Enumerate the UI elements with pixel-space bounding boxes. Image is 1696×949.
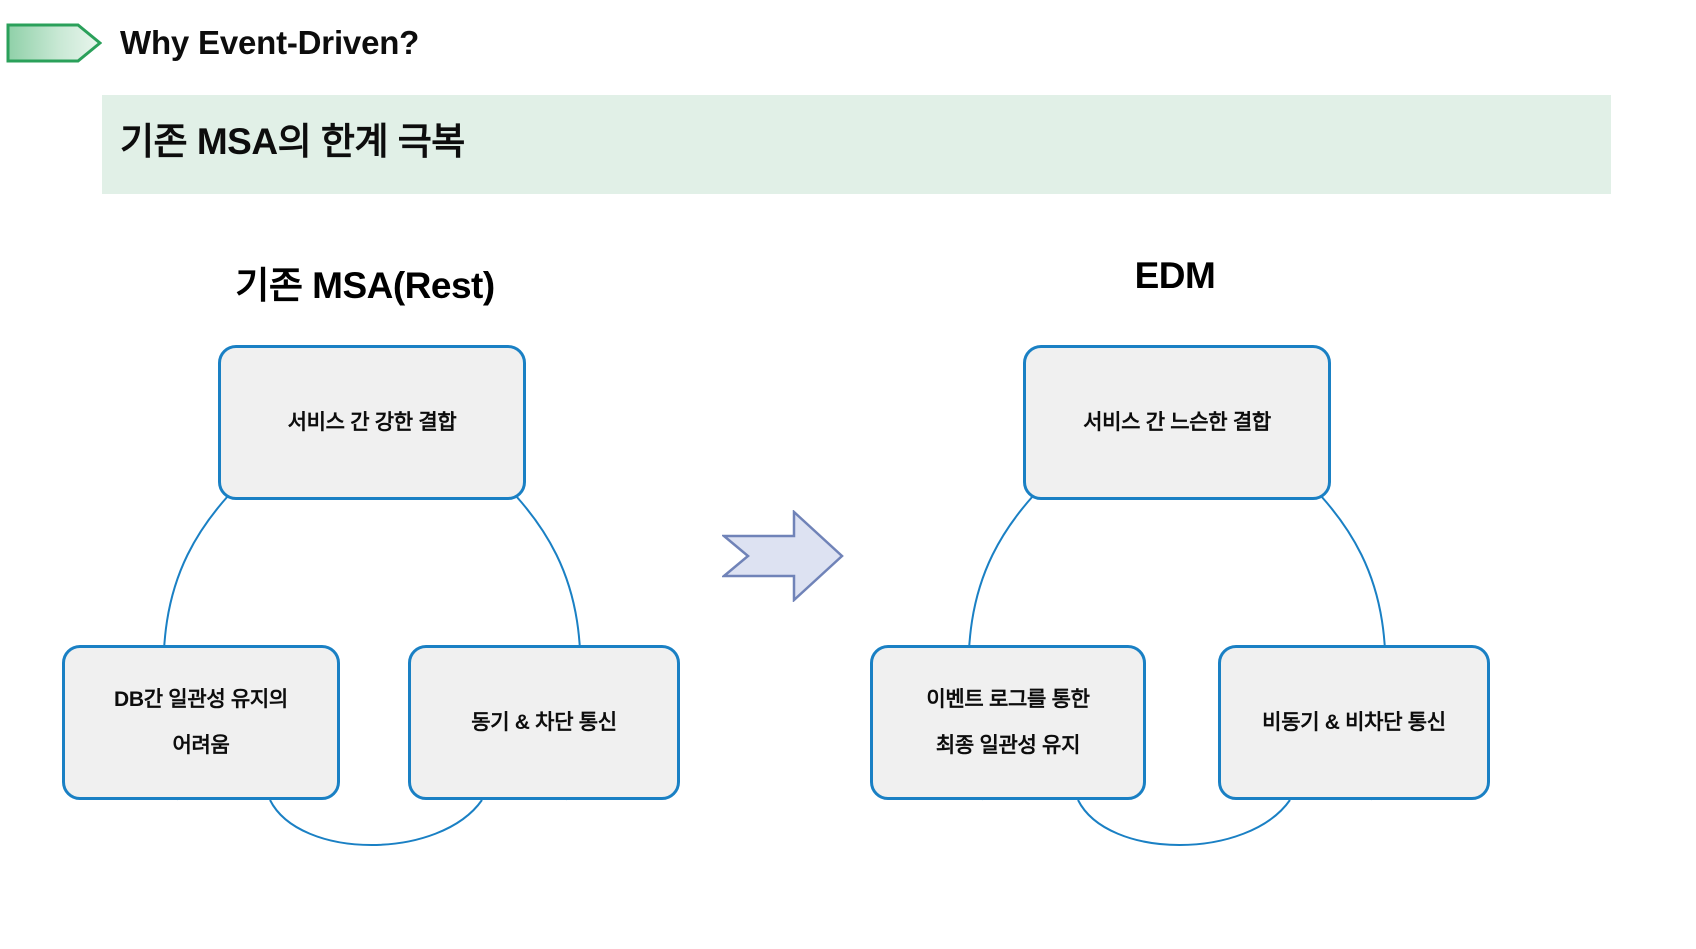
node-line-2: 어려움 xyxy=(172,733,230,757)
subtitle-text: 기존 MSA의 한계 극복 xyxy=(120,121,465,162)
diagram-title-edm: EDM xyxy=(1134,255,1216,296)
node-legacy-bottom-left-label: DB간 일관성 유지의 어려움 xyxy=(106,677,296,769)
node-edm-bottom-right-label: 비동기 & 비차단 통신 xyxy=(1262,710,1446,734)
slide-header: Why Event-Driven? xyxy=(0,0,1696,90)
node-line-1: DB간 일관성 유지의 xyxy=(114,687,288,711)
node-legacy-top-label: 서비스 간 강한 결합 xyxy=(287,410,457,434)
subtitle-banner: 기존 MSA의 한계 극복 xyxy=(102,95,1611,194)
cycle-connector-arcs xyxy=(162,495,1387,846)
page-title: Why Event-Driven? xyxy=(120,24,420,61)
diagram-area: 기존 MSA(Rest) 서비스 간 강한 결합 DB간 일관성 유지의 어려움… xyxy=(0,200,1696,949)
arrow-right-icon xyxy=(722,510,844,602)
node-legacy-bottom-right[interactable]: 동기 & 차단 통신 xyxy=(408,645,680,800)
node-edm-bottom-left-label: 이벤트 로그를 통한 최종 일관성 유지 xyxy=(918,677,1097,769)
node-legacy-bottom-right-label: 동기 & 차단 통신 xyxy=(471,710,617,734)
node-edm-top[interactable]: 서비스 간 느슨한 결합 xyxy=(1023,345,1331,500)
chevron-right-banner-icon xyxy=(6,23,102,63)
node-line-1: 이벤트 로그를 통한 xyxy=(926,687,1090,711)
node-edm-bottom-right[interactable]: 비동기 & 비차단 통신 xyxy=(1218,645,1490,800)
node-line-2: 최종 일관성 유지 xyxy=(935,733,1081,757)
node-legacy-bottom-left[interactable]: DB간 일관성 유지의 어려움 xyxy=(62,645,340,800)
node-edm-bottom-left[interactable]: 이벤트 로그를 통한 최종 일관성 유지 xyxy=(870,645,1146,800)
node-edm-top-label: 서비스 간 느슨한 결합 xyxy=(1083,410,1271,434)
diagram-title-legacy-msa: 기존 MSA(Rest) xyxy=(235,265,495,306)
node-legacy-top[interactable]: 서비스 간 강한 결합 xyxy=(218,345,526,500)
